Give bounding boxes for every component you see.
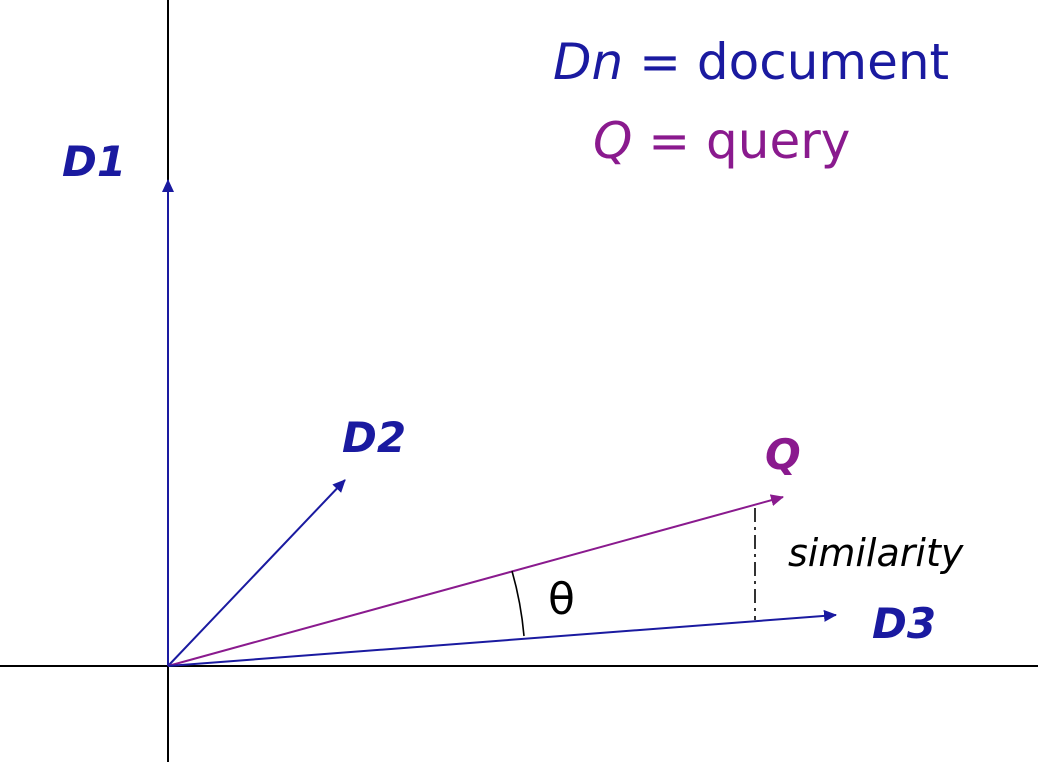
d1-label: D1 — [62, 137, 126, 186]
angle-theta: θ — [548, 574, 575, 625]
q-label: Q — [765, 430, 801, 479]
legend-document-equals: = — [623, 33, 697, 91]
d2-vector — [167, 479, 346, 667]
legend-document: Dn = document — [553, 37, 949, 87]
d2-label: D2 — [342, 413, 406, 462]
similarity-label: similarity — [788, 531, 964, 575]
legend-query-equals: = — [632, 112, 707, 170]
angle-arc — [511, 570, 525, 637]
legend-document-text: document — [696, 33, 950, 91]
d3-label: D3 — [872, 599, 936, 648]
legend-document-symbol: Dn — [553, 33, 624, 91]
d3-vector — [167, 609, 837, 667]
legend-query: Q = query — [593, 116, 850, 166]
q-vector — [167, 494, 784, 667]
legend-query-symbol: Q — [593, 112, 633, 170]
legend-query-text: query — [706, 112, 851, 170]
